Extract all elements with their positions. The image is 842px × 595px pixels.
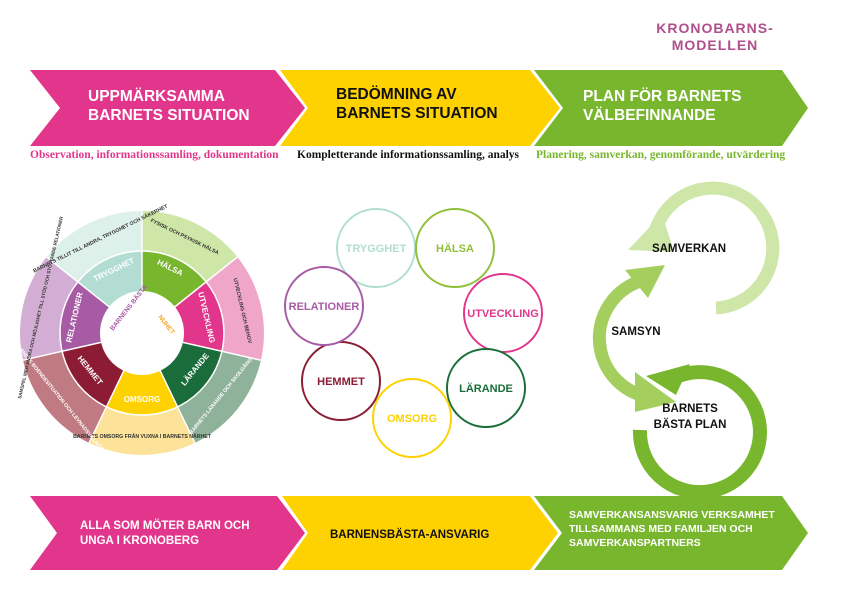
step-2-title-line-2: BARNETS SITUATION xyxy=(336,105,498,122)
bottom-3-line-3: SAMVERKANSPARTNERS xyxy=(569,537,701,549)
cycle-label-samverkan: SAMVERKAN xyxy=(652,243,726,255)
circle-label-trygghet: TRYGGHET xyxy=(346,243,407,255)
brand-line-1: KRONOBARNS- xyxy=(656,20,774,36)
step-3-title-line-2: VÄLBEFINNANDE xyxy=(583,107,716,124)
circle-label-hemmet: HEMMET xyxy=(317,376,365,388)
step-1-chevron xyxy=(30,70,305,146)
circle-relationer xyxy=(284,266,364,346)
step-2-title-line-1: BEDÖMNING AV xyxy=(336,86,457,103)
bottom-3-chevron xyxy=(534,496,808,570)
cycle-arc-plan xyxy=(632,365,767,500)
wheel-center xyxy=(100,291,184,375)
circle-group xyxy=(284,208,543,458)
circle-label-halsa: HÄLSA xyxy=(436,242,474,255)
circle-label-omsorg: OMSORG xyxy=(387,413,437,425)
circle-larande xyxy=(446,348,526,428)
brand-line-2: MODELLEN xyxy=(671,37,759,53)
cycle-label-plan-line-1: BARNETS xyxy=(662,403,718,415)
step-2-subtitle: Kompletterande informationssamling, anal… xyxy=(297,149,520,161)
cycle-diagram xyxy=(592,181,780,500)
bottom-1-chevron xyxy=(30,496,305,570)
bottom-3-line-2: TILLSAMMANS MED FAMILJEN OCH xyxy=(569,523,753,535)
step-3-title-line-1: PLAN FÖR BARNETS xyxy=(583,88,741,105)
circle-label-larande: LÄRANDE xyxy=(459,382,513,395)
bottom-1-line-1: ALLA SOM MÖTER BARN OCH xyxy=(80,519,250,532)
circle-label-relationer: RELATIONER xyxy=(289,301,360,313)
step-1-title-line-2: BARNETS SITUATION xyxy=(88,107,250,124)
bottom-2-chevron xyxy=(282,496,558,570)
cycle-label-plan-line-2: BÄSTA PLAN xyxy=(654,418,727,431)
wheel: BARNENS BÄSTA NUHET HÄLSA UTVECKLING LÄR… xyxy=(13,203,264,455)
step-1-subtitle: Observation, informationssamling, dokume… xyxy=(30,149,279,161)
bottom-2-line-1: BARNENSBÄSTA-ANSVARIG xyxy=(330,528,489,541)
step-3-chevron xyxy=(534,70,808,146)
bottom-1-line-2: UNGA I KRONOBERG xyxy=(80,535,199,547)
cycle-arc-samverkan xyxy=(648,181,780,315)
cycle-arrowhead-samsyn xyxy=(625,265,665,298)
cycle-arrowhead-plan xyxy=(646,364,690,395)
cycle-arrowhead-samverkan xyxy=(628,214,674,252)
cycle-arc-samsyn xyxy=(592,273,661,405)
wheel-outer-label-omsorg: BARNETS OMSORG FRÅN VUXNA I BARNETS NÄRH… xyxy=(73,433,212,440)
brand-title: KRONOBARNS- MODELLEN xyxy=(640,20,790,54)
circle-omsorg xyxy=(372,378,452,458)
step-2-chevron xyxy=(280,70,560,146)
cycle-label-samsyn: SAMSYN xyxy=(611,326,660,338)
circle-label-utveckling: UTVECKLING xyxy=(467,308,539,320)
step-1-title-line-1: UPPMÄRKSAMMA xyxy=(88,88,225,105)
step-3-subtitle: Planering, samverkan, genomförande, utvä… xyxy=(536,149,786,161)
circle-halsa xyxy=(415,208,495,288)
wheel-label-omsorg: OMSORG xyxy=(124,395,160,404)
cycle-arrowhead-middle xyxy=(635,372,676,412)
bottom-3-line-1: SAMVERKANSANSVARIG VERKSAMHET xyxy=(569,509,775,521)
